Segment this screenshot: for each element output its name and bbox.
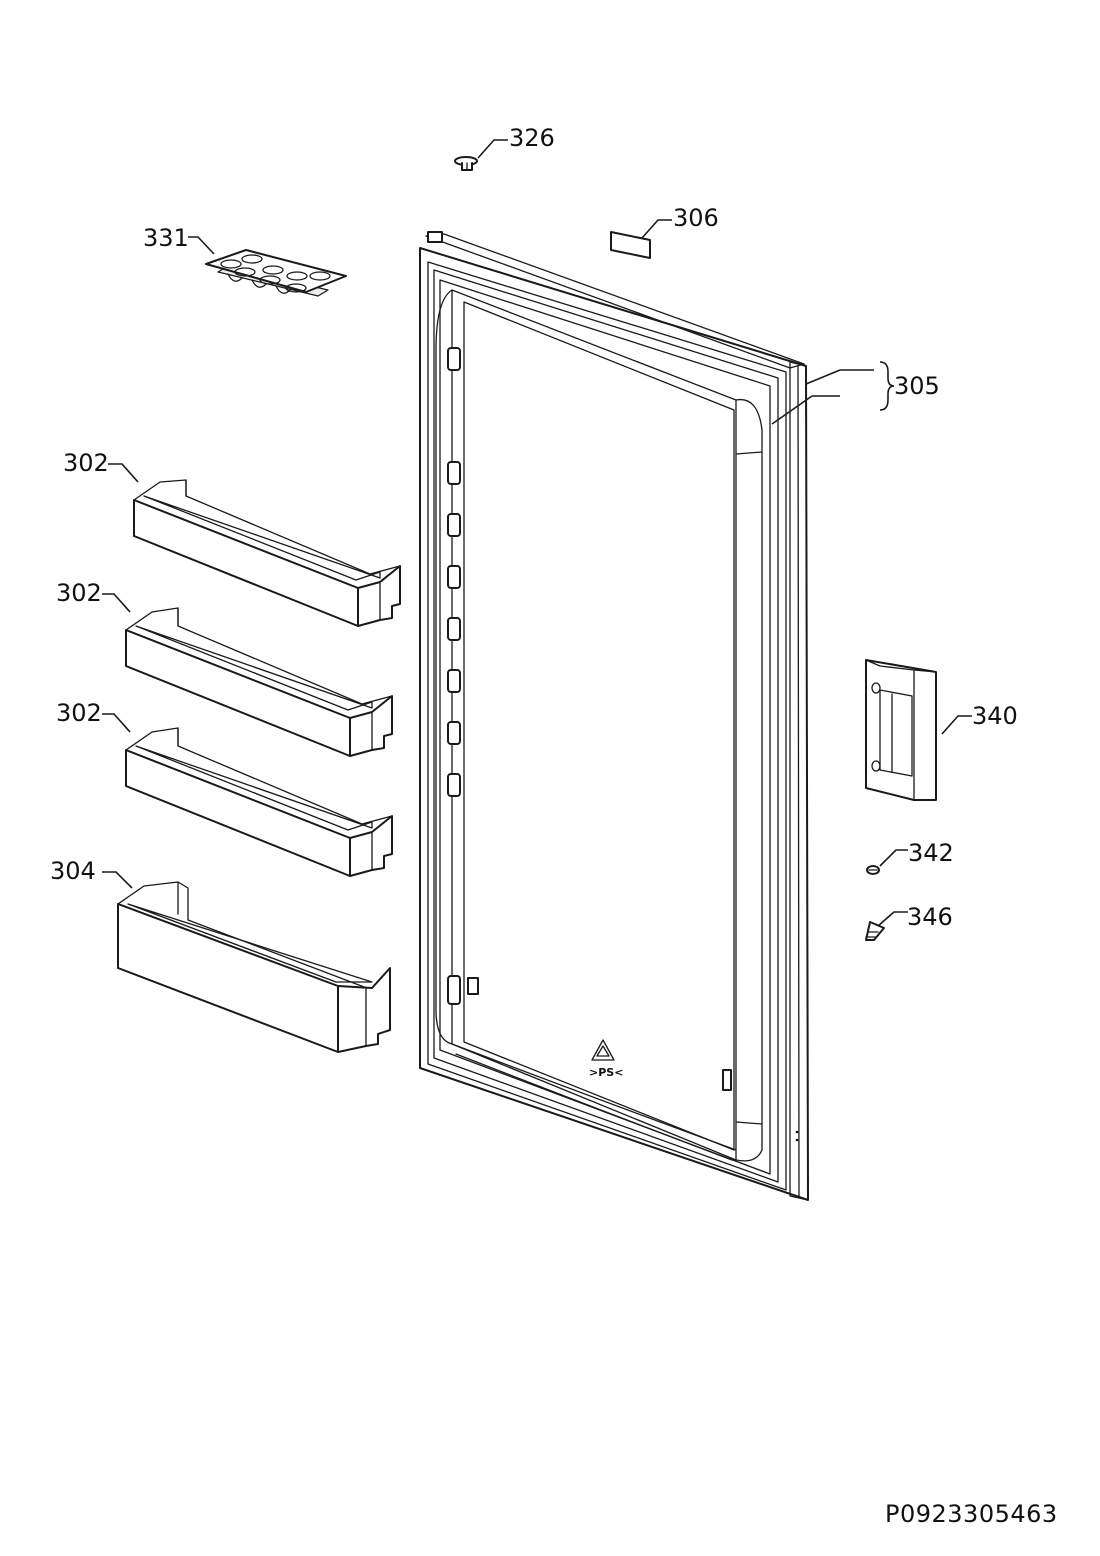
leader-331 (188, 236, 215, 255)
label-340: 340 (972, 702, 1018, 730)
part-346-screw (865, 921, 885, 941)
label-326: 326 (509, 124, 555, 152)
brace-305 (879, 361, 895, 411)
shelf-notches (447, 347, 732, 1091)
document-number: P0923305463 (885, 1500, 1058, 1528)
leader-342 (879, 849, 908, 867)
label-302-b: 302 (56, 579, 102, 607)
part-302-door-shelf-top (133, 479, 401, 627)
label-306: 306 (673, 204, 719, 232)
part-342-cap (866, 865, 880, 875)
label-302-c: 302 (56, 699, 102, 727)
leader-306 (641, 219, 672, 239)
leader-302-c (102, 713, 131, 733)
part-304-bottle-shelf (117, 881, 391, 1053)
leader-346 (877, 911, 908, 927)
part-331-egg-tray (205, 249, 347, 297)
label-346: 346 (907, 903, 953, 931)
leader-340 (941, 715, 972, 735)
label-331: 331 (143, 224, 189, 252)
leader-326 (477, 139, 508, 159)
label-305: 305 (894, 372, 940, 400)
leader-302-a (108, 463, 139, 483)
recycle-mark-text: >PS< (589, 1066, 623, 1079)
part-340-handle (865, 659, 937, 801)
part-302-door-shelf-lower (125, 727, 393, 877)
label-304: 304 (50, 857, 96, 885)
leader-302-b (102, 593, 131, 613)
part-326-clip (454, 156, 478, 171)
part-302-door-shelf-middle (125, 607, 393, 757)
leader-305-b (771, 395, 813, 425)
part-306-label-plate (610, 231, 651, 259)
recycle-symbol-icon (591, 1039, 615, 1061)
leader-304 (102, 871, 133, 889)
label-302-a: 302 (63, 449, 109, 477)
leader-305-a (805, 369, 841, 385)
label-342: 342 (908, 839, 954, 867)
door-assembly: >PS< (419, 231, 809, 1201)
